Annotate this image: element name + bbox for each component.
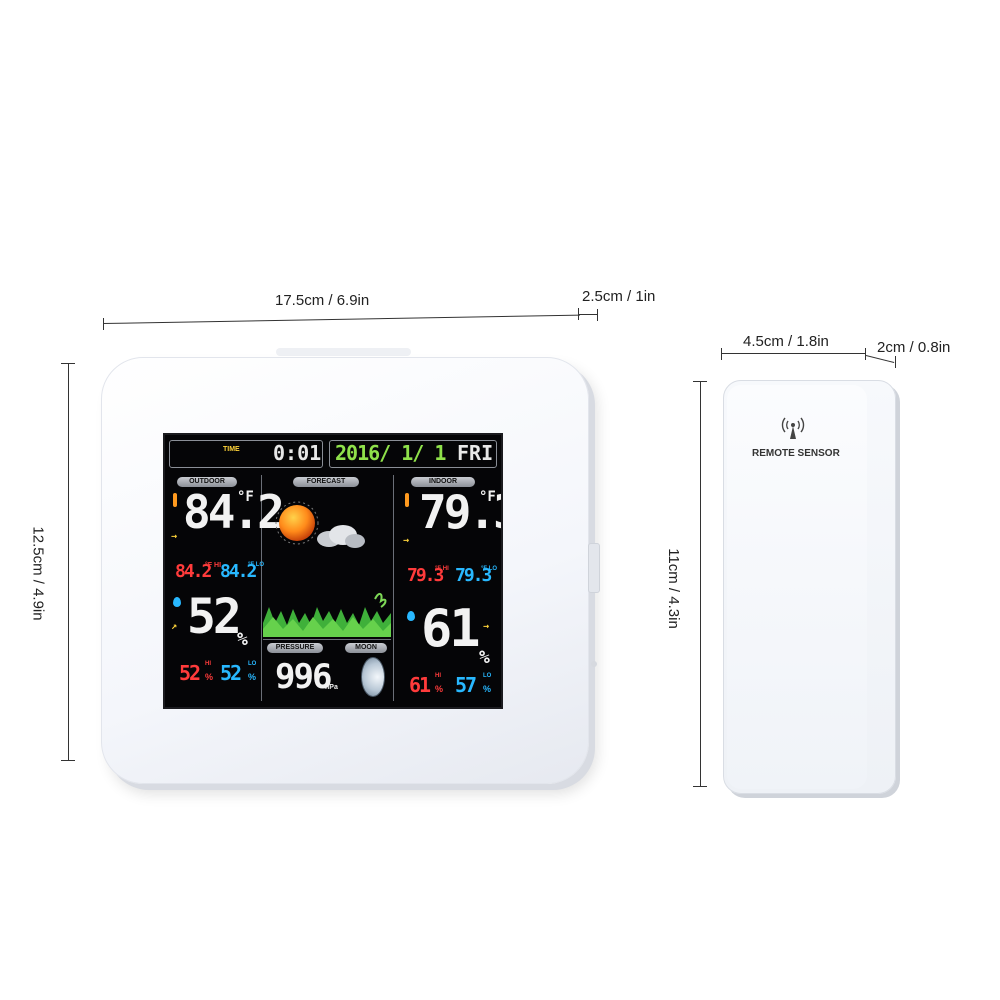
date-box [329,440,497,468]
sensor-depth-label: 2cm / 0.8in [877,339,951,356]
indoor-arrow-icon: → [403,535,410,546]
station-width-label: 17.5cm / 6.9in [275,292,370,309]
station-depth-tick-right [597,309,598,321]
station-top-edge [276,348,411,356]
outdoor-thermometer-icon [173,493,177,507]
right-divider [393,475,394,701]
sensor-depth-line [865,355,895,364]
outdoor-temp-lo: 84.2 [220,561,257,582]
indoor-hum-hi-label: HI [435,673,441,679]
station-width-line [102,314,580,324]
outdoor-humidity-drop-icon [173,597,181,607]
outdoor-lo-label: °F LO [248,562,265,568]
weekday-value: FRI [457,441,494,465]
side-indicator-hole [591,661,597,667]
indoor-humidity-unit: % [479,647,490,668]
indoor-temp-lo: 79.3 [455,565,492,586]
moon-phase-icon [361,657,385,697]
outdoor-hum-hi-label: HI [205,661,211,667]
left-divider [261,475,262,701]
outdoor-hum-lo: 52 [220,661,242,685]
indoor-label: INDOOR [411,477,475,487]
pressure-divider [263,639,391,640]
antenna-signal-icon [781,417,805,439]
outdoor-signal-icon: ↗ [171,621,178,632]
indoor-hum-lo-percent: % [483,684,492,694]
outdoor-humidity: 52 [187,589,242,645]
indoor-temp-unit: °F [479,489,496,505]
station-width-tick-left [103,318,104,330]
time-box [169,440,323,468]
indoor-temp-hi: 79.3 [407,565,444,586]
time-value: 0:01 [273,441,322,465]
indoor-thermometer-icon [405,493,409,507]
indoor-hum-lo: 57 [455,673,477,697]
sensor-width-tick-right [865,348,866,360]
moon-label: MOON [345,643,387,653]
sensor-height-tick-top [693,381,707,382]
sensor-width-label: 4.5cm / 1.8in [743,333,829,350]
sensor-depth-tick-right [895,356,896,368]
station-height-label: 12.5cm / 4.9in [29,526,47,621]
sensor-width-tick-left [721,348,722,360]
pressure-unit: hPa [325,684,338,691]
indoor-hum-hi: 61 [409,673,431,697]
station-height-line [68,363,69,761]
station-height-tick-top [61,363,75,364]
outdoor-hum-lo-label: LO [248,661,257,667]
indoor-hum-lo-label: LO [483,673,492,679]
outdoor-hi-label: °F HI [205,562,222,569]
outdoor-arrow-icon: → [171,531,178,542]
outdoor-hum-lo-percent: % [248,672,257,682]
outdoor-hum-hi: 52 [179,661,201,685]
pressure-value: 996 [275,657,332,697]
indoor-humidity-drop-icon [407,611,415,621]
date-value: 2016/ 1/ 1 [335,441,446,465]
sensor-height-line [700,381,701,787]
indoor-humidity: 61 [421,599,481,659]
remote-sensor-label: REMOTE SENSOR [752,448,840,459]
sensor-width-line [721,353,866,354]
indoor-hi-label: °F HI [435,566,449,572]
station-depth-line [578,314,598,315]
time-label: TIME [223,446,240,453]
outdoor-temp-hi: 84.2 [175,561,212,582]
sensor-height-tick-bottom [693,786,707,787]
forecast-grass-icon [263,593,391,637]
outdoor-label: OUTDOOR [177,477,237,487]
lcd-screen: TIME 0:01 2016/ 1/ 1 FRI OUTDOOR → 84.2 … [163,433,503,709]
outdoor-humidity-unit: % [237,629,248,650]
forecast-label: FORECAST [293,477,359,487]
outdoor-temp-unit: °F [237,489,254,505]
remote-sensor-face [727,385,867,789]
side-button[interactable] [588,543,600,593]
indoor-trend-arrow-icon: → [483,621,490,632]
station-height-tick-bottom [61,760,75,761]
sensor-height-label: 11cm / 4.3in [664,548,682,629]
forecast-sun-cloud-icon [275,501,365,548]
outdoor-hum-hi-percent: % [205,672,214,682]
station-depth-label: 2.5cm / 1in [582,288,656,305]
outdoor-temp: 84.2 [183,485,285,539]
indoor-lo-label: °F LO [481,566,498,572]
indoor-hum-hi-percent: % [435,684,444,694]
indoor-temp: 79.3 [419,485,501,539]
pressure-label: PRESSURE [267,643,323,653]
